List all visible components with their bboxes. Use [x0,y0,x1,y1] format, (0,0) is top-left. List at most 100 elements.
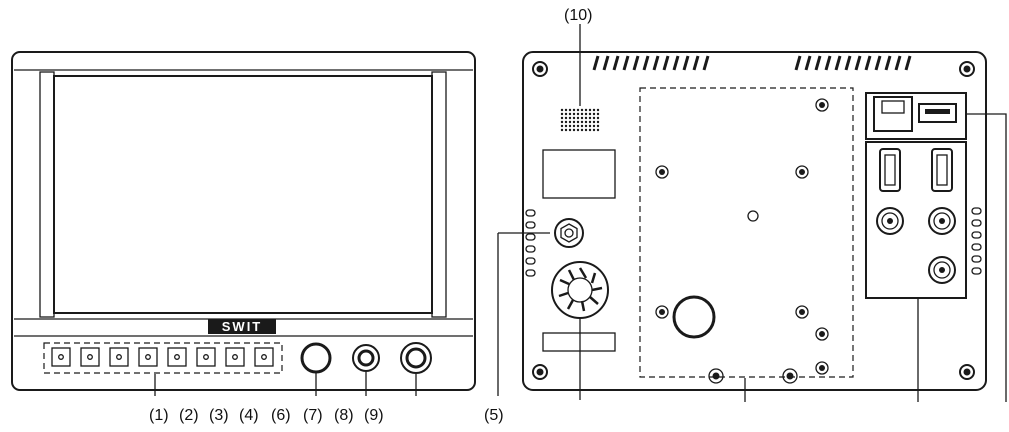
rj45-port [873,96,913,132]
mount-screw [795,165,809,179]
button-indicator [232,354,238,360]
leader-line [966,113,1007,402]
top-vents [592,55,912,71]
front-right-bezel [431,71,447,318]
hdmi-output-pins [936,154,948,186]
mount-screw-center [819,102,825,108]
button-indicator [174,354,180,360]
button-indicator [203,354,209,360]
callout-6: (6) [271,407,291,424]
screw-center [963,65,971,73]
front-button-5 [167,347,187,367]
front-left-bezel [39,71,55,318]
bnc-inner [881,212,899,230]
select-knob [400,342,432,374]
screw-center [963,368,971,376]
screw-center [536,65,544,73]
usb-tongue [925,109,950,114]
screw-center [536,368,544,376]
power-button [300,342,332,374]
mount-hole [672,295,716,339]
center-hole [747,210,759,222]
label-plate [542,149,616,199]
front-button-2 [80,347,100,367]
callout-8: (8) [334,407,354,424]
button-indicator [87,354,93,360]
mount-screw [815,361,829,375]
rear-view: (10) (5) [484,7,1007,424]
callout-4: (4) [239,407,259,424]
callout-10: (10) [564,7,592,24]
front-button-7 [225,347,245,367]
screw [532,364,548,380]
mount-screw-center [659,169,665,175]
button-indicator [145,354,151,360]
bottom-screw-center [786,372,794,380]
hdmi-input [879,148,901,192]
speaker-grille [560,108,600,132]
dc-jack [554,218,584,248]
function-knob-cap [357,349,375,367]
callout-3: (3) [209,407,229,424]
mount-screw [655,305,669,319]
bottom-screw-center [712,372,720,380]
callout-9: (9) [364,407,384,424]
callout-2: (2) [179,407,199,424]
serial-plate [542,332,616,352]
front-button-8 [254,347,274,367]
screw [959,364,975,380]
rear-housing [522,51,987,391]
right-side-vents [971,207,982,275]
mount-screw-center [799,309,805,315]
connector-panel [865,141,967,299]
button-indicator [116,354,122,360]
usb-port [918,103,957,123]
function-knob [352,344,380,372]
hdmi-output [931,148,953,192]
front-button-6 [196,347,216,367]
bnc-inner [933,212,951,230]
brand-label: SWIT [222,319,263,334]
lcd-screen [53,75,433,314]
mount-screw-center [799,169,805,175]
bottom-screw [782,368,798,384]
hdmi-input-pins [884,154,896,186]
mount-screw [815,327,829,341]
mount-screw [795,305,809,319]
mount-screw-center [819,331,825,337]
button-group-outline [43,342,283,374]
bnc-pin [939,218,945,224]
screw [959,61,975,77]
front-buttons [51,347,274,367]
dc-jack-pin [564,228,574,238]
bnc-pin [939,267,945,273]
screw [532,61,548,77]
mount-screw-center [819,365,825,371]
bnc-connector [928,207,956,235]
callout-5: (5) [484,407,504,424]
bnc-pin [887,218,893,224]
mount-screw [815,98,829,112]
bottom-screw [708,368,724,384]
select-knob-cap [405,347,427,369]
front-housing [11,51,476,391]
front-button-1 [51,347,71,367]
usb-lan-panel [865,92,967,140]
front-view: SWIT [11,51,476,424]
front-button-4 [138,347,158,367]
mount-screw [655,165,669,179]
bnc-inner [933,261,951,279]
button-indicator [261,354,267,360]
fan-hub [567,277,593,303]
bnc-connector [876,207,904,235]
left-side-vents [525,209,536,277]
fan-blades [558,267,603,312]
button-indicator [58,354,64,360]
dc-jack-nut [560,223,578,243]
brand-badge [208,319,276,334]
mount-screw-center [659,309,665,315]
front-button-3 [109,347,129,367]
corner-screws [532,61,975,380]
callout-7: (7) [303,407,323,424]
